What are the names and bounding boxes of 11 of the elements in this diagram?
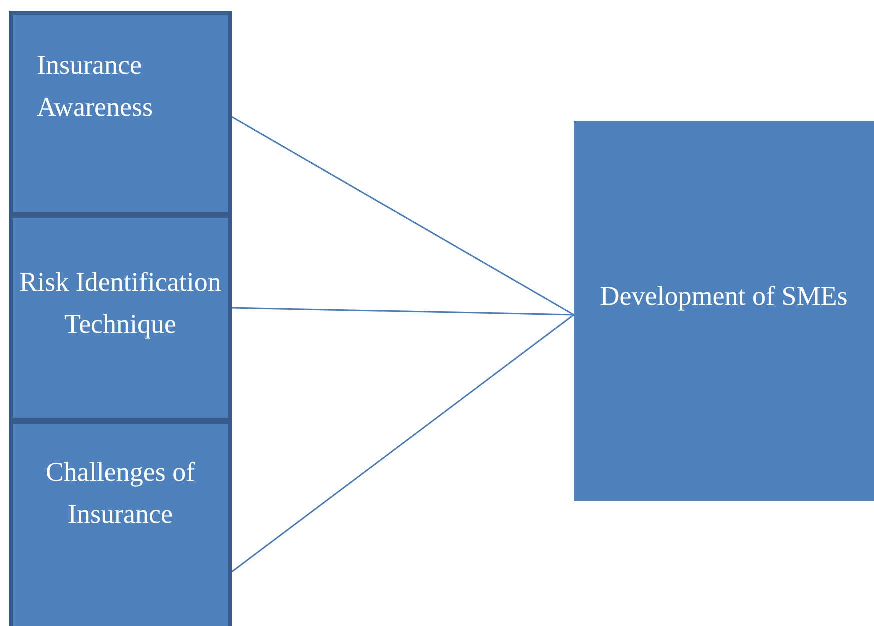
process-box <box>9 11 232 216</box>
connector-line <box>232 307 574 316</box>
process-box <box>574 121 874 501</box>
connector-line <box>232 116 574 316</box>
connector-line <box>232 314 574 573</box>
box-label: Development of SMEs <box>599 280 849 313</box>
process-box <box>9 420 232 626</box>
box-label: Challenges of Insurance <box>44 456 196 530</box>
box-label: Insurance Awareness <box>37 48 154 124</box>
box-label: Risk Identification Technique <box>18 266 222 341</box>
process-box <box>9 214 232 422</box>
